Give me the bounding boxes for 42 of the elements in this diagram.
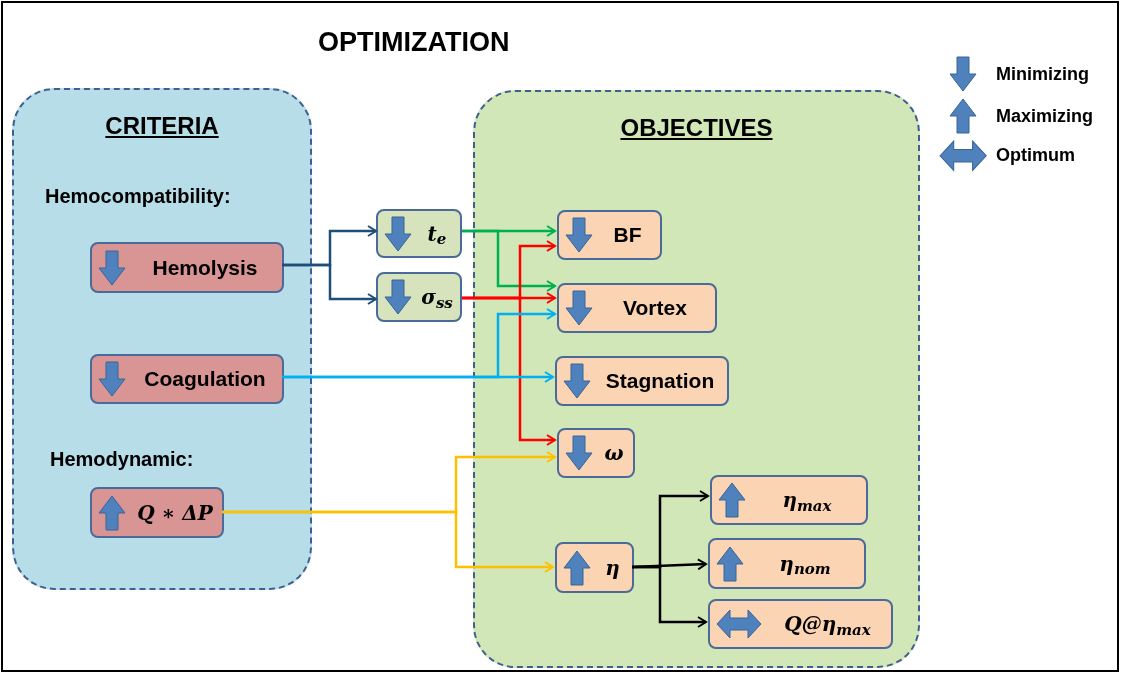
objective-box — [557, 283, 717, 333]
objective-box — [555, 542, 634, 593]
legend-label: Maximizing — [996, 104, 1093, 128]
math-label: η — [605, 554, 620, 582]
node-label: Coagulation — [144, 366, 266, 393]
group-panel — [12, 88, 312, 590]
section-label: Hemocompatibility: — [45, 184, 231, 209]
legend-label: Optimum — [996, 144, 1075, 168]
arrow — [462, 296, 556, 446]
objective-box — [376, 272, 462, 322]
group-panel — [473, 90, 920, 668]
math-label: Q@η$_{max}$ — [784, 611, 871, 639]
node-label: Vortex — [623, 295, 687, 322]
objective-box — [708, 538, 866, 589]
arrow — [282, 263, 377, 305]
diagram-title: OPTIMIZATION — [318, 26, 510, 59]
node-label: Hemolysis — [152, 254, 258, 281]
arrow — [282, 371, 554, 383]
objective-box — [557, 210, 662, 260]
objective-box — [555, 356, 729, 406]
group-heading: CRITERIA — [104, 111, 220, 141]
math-label: σ$_{ss}$ — [421, 284, 453, 312]
arrow — [632, 565, 707, 628]
math-label: η$_{max}$ — [782, 487, 832, 515]
node-label: Stagnation — [605, 368, 715, 395]
objective-box — [376, 209, 462, 258]
objective-box — [90, 487, 224, 538]
node-label: BF — [613, 222, 642, 249]
objective-box — [710, 475, 868, 525]
section-label: Hemodynamic: — [50, 447, 194, 472]
objective-box — [90, 354, 284, 404]
math-label: t$_{e}$ — [427, 220, 447, 249]
arrow — [462, 229, 556, 292]
group-heading: OBJECTIVES — [619, 113, 774, 143]
arrow — [222, 510, 554, 573]
math-label: ω — [604, 440, 624, 467]
legend-label: Minimizing — [996, 62, 1089, 86]
math-label: Q ∗ ΔP — [137, 499, 213, 527]
objective-box — [90, 242, 284, 293]
objective-box — [708, 599, 893, 649]
math-label: η$_{nom}$ — [779, 550, 831, 579]
objective-box — [557, 428, 635, 478]
